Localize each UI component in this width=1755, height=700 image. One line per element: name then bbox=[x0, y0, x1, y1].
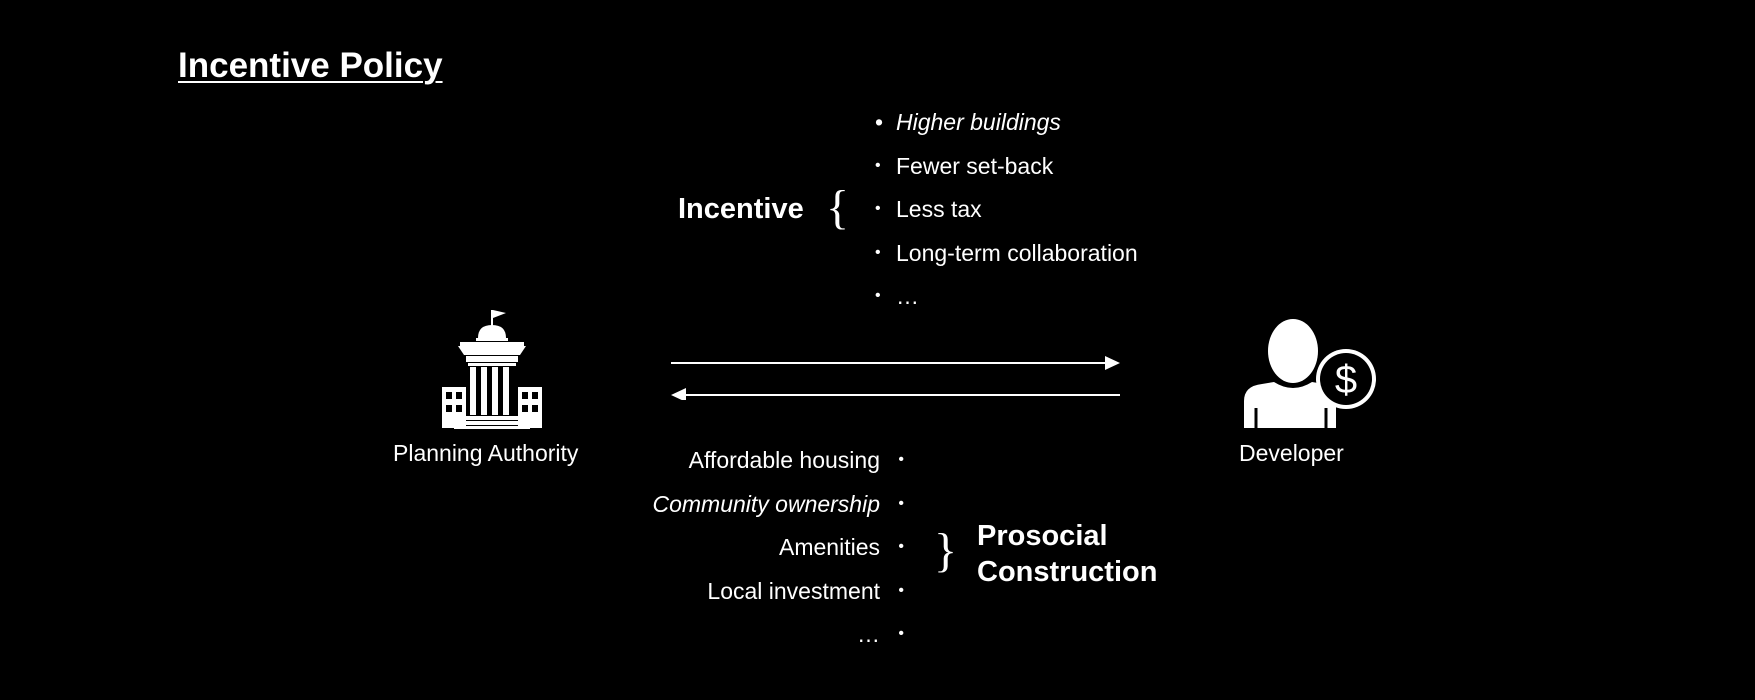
developer-label: Developer bbox=[1239, 440, 1344, 466]
prosocial-item: Local investment bbox=[707, 577, 880, 604]
list-item: …• bbox=[652, 616, 904, 660]
list-item: •… bbox=[875, 278, 1138, 322]
incentive-item: Long-term collaboration bbox=[896, 239, 1138, 266]
bullet-icon: • bbox=[898, 451, 904, 468]
list-item: • Fewer set-back bbox=[875, 148, 1138, 192]
government-building-icon bbox=[442, 310, 542, 429]
list-item: • Long-term collaboration bbox=[875, 235, 1138, 279]
left-arrow-icon bbox=[671, 388, 1120, 400]
incentive-item: Less tax bbox=[896, 196, 982, 222]
bullet-icon: • bbox=[875, 156, 881, 174]
bullet-icon: • bbox=[875, 287, 881, 304]
bullet-icon: • bbox=[898, 581, 904, 599]
person-dollar-icon: $ bbox=[1244, 319, 1376, 428]
prosocial-item: Amenities bbox=[779, 534, 880, 560]
prosocial-list: Affordable housing • Community ownership •… bbox=[652, 442, 904, 660]
flow-arrows bbox=[671, 356, 1120, 400]
prosocial-item: Community ownership bbox=[652, 490, 880, 517]
bullet-icon: • bbox=[875, 200, 881, 217]
prosocial-item: … bbox=[857, 621, 880, 647]
planning-authority-label: Planning Authority bbox=[393, 440, 579, 466]
incentive-list: • Higher buildings • Fewer set-back • Less … bbox=[875, 104, 1138, 322]
list-item: • Less tax bbox=[875, 191, 1138, 235]
bullet-icon: • bbox=[898, 538, 904, 555]
incentive-item: Fewer set-back bbox=[896, 152, 1054, 179]
list-item: Affordable housing • bbox=[652, 442, 904, 486]
incentive-brace-icon: { bbox=[826, 181, 850, 234]
prosocial-brace-icon: } bbox=[934, 524, 958, 577]
page-title: Incentive Policy bbox=[178, 46, 443, 85]
incentive-label: Incentive bbox=[678, 193, 804, 225]
prosocial-label-line1: Prosocial bbox=[977, 520, 1108, 552]
list-item: Amenities • bbox=[652, 529, 904, 573]
list-item: Community ownership • bbox=[652, 486, 904, 530]
bullet-icon: • bbox=[898, 494, 904, 512]
bullet-icon: • bbox=[875, 109, 884, 135]
svg-text:$: $ bbox=[1335, 358, 1357, 402]
incentive-item: Higher buildings bbox=[896, 109, 1061, 135]
bullet-icon: • bbox=[875, 243, 881, 261]
bullet-icon: • bbox=[898, 625, 904, 642]
list-item: • Higher buildings bbox=[875, 104, 1138, 148]
incentive-item: … bbox=[896, 283, 919, 309]
prosocial-label: Prosocial Construction bbox=[977, 518, 1157, 590]
list-item: Local investment • bbox=[652, 573, 904, 617]
right-arrow-icon bbox=[671, 356, 1120, 370]
prosocial-item: Affordable housing bbox=[688, 447, 880, 473]
prosocial-label-line2: Construction bbox=[977, 556, 1158, 588]
